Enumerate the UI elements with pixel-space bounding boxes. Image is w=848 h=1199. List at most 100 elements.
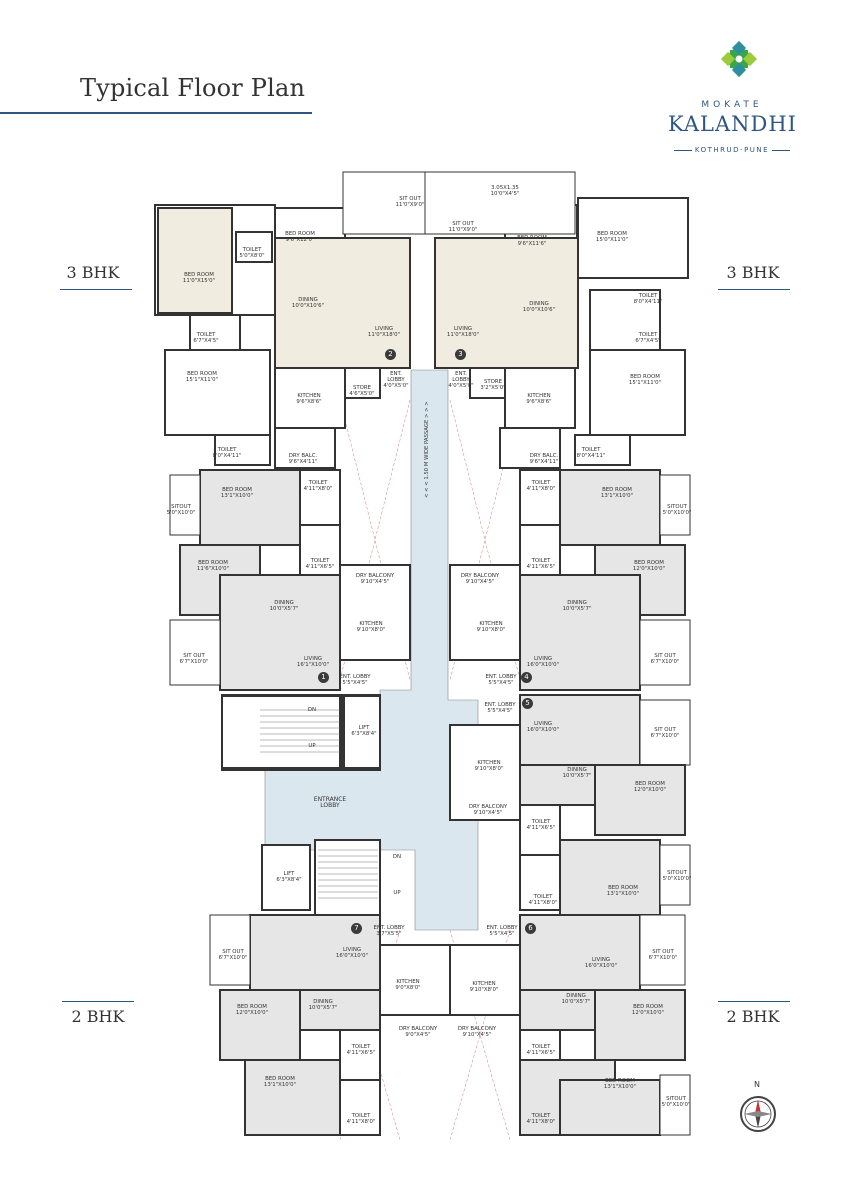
page-title: Typical Floor Plan — [80, 74, 306, 102]
room-label: ENT. LOBBY 5'5"X4'5" — [485, 674, 517, 687]
room-label: BED ROOM 13'1"X10'0" — [220, 487, 254, 500]
logo-top-text: MOKATE — [701, 100, 763, 110]
stair-up-label: UP — [308, 743, 316, 749]
unit-number-badge: 1 — [318, 672, 329, 683]
room-label: SIT OUT 6'7"X10'0" — [650, 727, 680, 740]
room-label: SITOUT 5'0"X10'0" — [662, 504, 692, 517]
room-label: ENT. LOBBY 3'7"X5'5" — [373, 925, 405, 938]
bhk-label-top-right: 3 BHK — [726, 263, 780, 282]
room-label: SIT OUT 6'7"X10'0" — [648, 949, 678, 962]
room-label: DINING 10'0"X5'7" — [562, 600, 592, 613]
entrance-lobby-label: ENTRANCE LOBBY — [313, 796, 347, 810]
stair-dn-label: DN — [307, 707, 317, 713]
room-label: ENT. LOBBY 4'0"X5'0" — [448, 371, 474, 390]
unit-number-badge: 5 — [522, 698, 533, 709]
room-label: KITCHEN 9'6"X8'6" — [296, 393, 322, 406]
room-label: STORE 4'6"X5'0" — [349, 385, 375, 398]
unit-7-2bhk — [209, 914, 451, 1136]
room-label: TOILET 6'7"X4'5" — [635, 332, 661, 345]
core — [221, 695, 381, 916]
room-label: SIT OUT 11'0"X9'0" — [395, 196, 425, 209]
room-label: LIVING 16'1"X10'0" — [296, 656, 330, 669]
room-label: ENT. LOBBY 5'5"X4'5" — [486, 925, 518, 938]
room-label: BED ROOM 12'0"X10'0" — [632, 560, 666, 573]
unit-number-badge: 2 — [385, 349, 396, 360]
title-underline — [0, 112, 312, 114]
logo-name-text: KALANDHI — [668, 112, 797, 136]
room-label: BED ROOM 11'0"X15'0" — [182, 272, 216, 285]
room-label: KITCHEN 9'10"X8'0" — [476, 621, 506, 634]
flower-logo-icon — [720, 40, 758, 78]
room-label: TOILET 4'11"X8'0" — [303, 480, 333, 493]
unit-5-2bhk — [449, 694, 691, 916]
bhk-label-bottom-right: 2 BHK — [726, 1007, 780, 1026]
room-label: DRY BALC. 9'6"X4'11" — [529, 453, 559, 466]
room-label: DRY BALCONY 9'10"X4'5" — [355, 573, 395, 586]
room-label: SITOUT 5'0"X10'0" — [166, 504, 196, 517]
room-label: DRY BALCONY 9'10"X4'5" — [460, 573, 500, 586]
room-label: DINING 10'0"X5'7" — [308, 999, 338, 1012]
room-label: DINING 10'0"X5'7" — [561, 993, 591, 1006]
room-label: BED ROOM 9'6"X11'6" — [517, 235, 547, 248]
room-label: SIT OUT 6'7"X10'0" — [650, 653, 680, 666]
room-label: TOILET 4'11"X8'0" — [526, 1113, 556, 1126]
room-label: SIT OUT 6'7"X10'0" — [218, 949, 248, 962]
room-label: 3.05X1.35 10'0"X4'5" — [490, 185, 520, 198]
passage-area — [264, 369, 479, 931]
room-label: LIVING 16'0"X10'0" — [584, 957, 618, 970]
room-label: DRY BALCONY 9'10"X4'5" — [457, 1026, 497, 1039]
room-label: KITCHEN 9'0"X8'0" — [395, 979, 421, 992]
unit-number-badge: 6 — [525, 923, 536, 934]
bhk-label-top-left: 3 BHK — [66, 263, 120, 282]
room-label: TOILET 8'0"X4'11" — [633, 293, 663, 306]
room-label: LIVING 11'0"X18'0" — [446, 326, 480, 339]
room-label: DRY BALCONY 9'10"X4'5" — [468, 804, 508, 817]
bhk-label-bottom-left: 2 BHK — [71, 1007, 125, 1026]
bhk-rule — [62, 1001, 134, 1002]
brand-logo: MOKATE KALANDHI KOTHRUD-PUNE — [660, 30, 796, 154]
unit-6-2bhk — [449, 914, 691, 1136]
lift-label: LIFT 6'3"X8'4" — [351, 725, 377, 738]
room-label: DINING 10'0"X5'7" — [562, 767, 592, 780]
room-label: ENT. LOBBY 5'5"X4'5" — [484, 702, 516, 715]
bhk-rule — [60, 289, 132, 290]
room-label: STORE 3'2"X5'0" — [480, 379, 506, 392]
room-label: BED ROOM 12'0"X10'0" — [235, 1004, 269, 1017]
room-label: BED ROOM 12'0"X10'0" — [633, 781, 667, 794]
unit-4-2bhk — [449, 469, 691, 691]
room-label: LIVING 16'0"X10'0" — [526, 721, 560, 734]
room-label: DRY BALCONY 9'0"X4'5" — [398, 1026, 438, 1039]
room-label: TOILET 8'0"X4'11" — [576, 447, 606, 460]
room-label: TOILET 4'11"X6'5" — [526, 558, 556, 571]
room-label: TOILET 8'0"X4'11" — [212, 447, 242, 460]
room-label: KITCHEN 9'10"X8'0" — [356, 621, 386, 634]
room-label: KITCHEN 9'6"X8'6" — [526, 393, 552, 406]
room-label: DINING 10'0"X5'7" — [269, 600, 299, 613]
compass-rose-icon — [740, 1096, 776, 1132]
unit-2-3bhk — [154, 171, 426, 469]
room-label: BED ROOM 13'1"X10'0" — [263, 1076, 297, 1089]
room-label: BED ROOM 9'6"X12'0" — [285, 231, 315, 244]
room-label: TOILET 4'11"X6'5" — [346, 1044, 376, 1057]
unit-number-badge: 3 — [455, 349, 466, 360]
room-label: BED ROOM 13'1"X10'0" — [606, 885, 640, 898]
room-label: TOILET 4'11"X8'0" — [346, 1113, 376, 1126]
room-label: SITOUT 5'0"X10'0" — [661, 1096, 691, 1109]
room-label: LIVING 16'0"X10'0" — [335, 947, 369, 960]
unit-number-badge: 4 — [521, 672, 532, 683]
room-label: BED ROOM 15'0"X11'0" — [595, 231, 629, 244]
room-label: SIT OUT 6'7"X10'0" — [179, 653, 209, 666]
room-label: SIT OUT 11'0"X9'0" — [448, 221, 478, 234]
bhk-rule — [718, 289, 790, 290]
room-label: BED ROOM 13'1"X10'0" — [600, 487, 634, 500]
room-label: DRY BALC. 9'6"X4'11" — [288, 453, 318, 466]
room-label: BED ROOM 15'1"X11'0" — [185, 371, 219, 384]
room-label: TOILET 4'11"X8'0" — [526, 480, 556, 493]
room-label: BED ROOM 13'1"X10'0" — [603, 1078, 637, 1091]
unit-number-badge: 7 — [351, 923, 362, 934]
room-label: ENT. LOBBY 4'0"X5'0" — [383, 371, 409, 390]
room-label: DINING 10'0"X10'6" — [522, 301, 556, 314]
room-label: LIVING 16'0"X10'0" — [526, 656, 560, 669]
unit-3-3bhk — [424, 171, 689, 469]
